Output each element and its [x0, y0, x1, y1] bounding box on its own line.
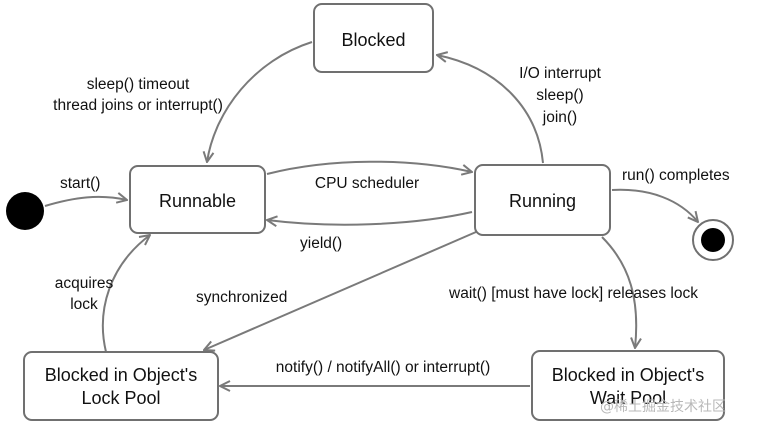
runnable-to-running-edge: [266, 160, 472, 174]
state-wait-pool-label-line1: Blocked in Object's: [552, 365, 705, 385]
state-lock-pool-label-line1: Blocked in Object's: [45, 365, 198, 385]
label-yield: yield(): [300, 235, 342, 252]
state-running: [474, 164, 611, 236]
label-blocked-to-runnable-line2: thread joins or interrupt(): [53, 97, 223, 114]
state-runnable-label: Runnable: [159, 191, 236, 211]
final-state-node: [701, 228, 725, 252]
running-to-end-edge: [611, 188, 698, 222]
running-to-blocked-edge: [437, 55, 544, 164]
state-wait-pool-label-line2: Wait Pool: [590, 388, 666, 408]
label-acquires-lock-line1: acquires: [55, 275, 114, 292]
watermark: @稀土掘金技术社区: [600, 399, 726, 415]
running-to-wait-pool-edge: [601, 236, 636, 348]
label-running-to-blocked-line3: join(): [542, 109, 577, 126]
label-running-to-blocked-line2: sleep(): [536, 87, 583, 104]
state-running-label: Running: [509, 191, 576, 211]
label-notify: notify() / notifyAll() or interrupt(): [276, 359, 490, 376]
state-lock-pool-label-line2: Lock Pool: [81, 388, 160, 408]
state-blocked: [313, 3, 434, 73]
running-to-runnable-edge: [267, 211, 473, 225]
state-lock-pool: [23, 351, 219, 421]
label-running-to-blocked-line1: I/O interrupt: [519, 65, 602, 82]
lock-pool-to-runnable-edge: [102, 235, 150, 353]
label-synchronized: synchronized: [196, 289, 287, 306]
blocked-to-runnable-edge: [207, 41, 313, 162]
label-blocked-to-runnable-line1: sleep() timeout: [87, 76, 190, 93]
state-wait-pool: [531, 350, 725, 421]
label-cpu-scheduler: CPU scheduler: [315, 175, 419, 192]
label-acquires-lock-line2: lock: [70, 296, 98, 313]
state-runnable: [129, 165, 266, 234]
label-wait: wait() [must have lock] releases lock: [448, 285, 698, 302]
initial-state-node: [6, 192, 44, 230]
state-blocked-label: Blocked: [341, 30, 405, 50]
label-start: start(): [60, 175, 100, 192]
running-to-lock-pool-edge: [204, 231, 477, 350]
label-run-completes: run() completes: [622, 167, 730, 184]
start-edge: [44, 197, 127, 207]
